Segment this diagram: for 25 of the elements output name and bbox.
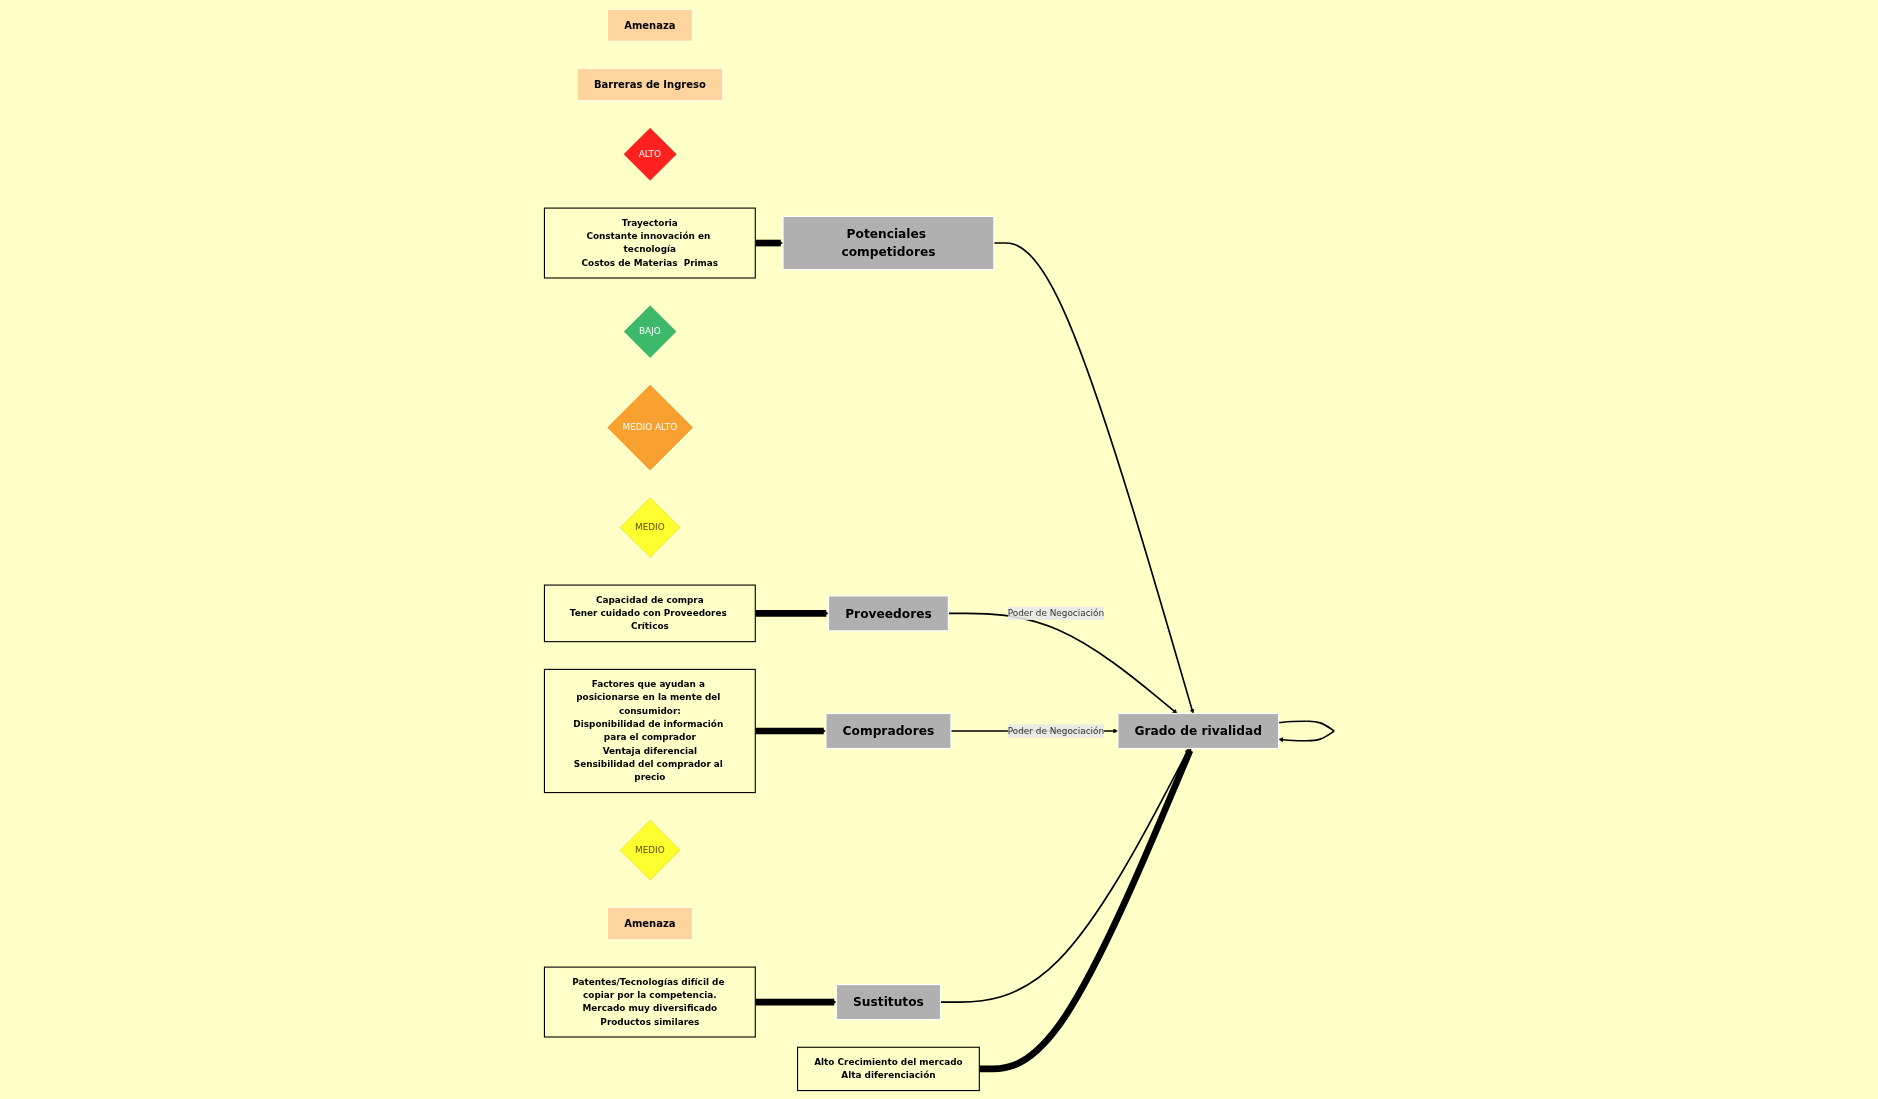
node-box: Patentes/Tecnologías difícil de copiar por la competencia. Mercado muy diversificado Productos similares	[543, 966, 756, 1038]
arrow	[979, 747, 1193, 1072]
node-box: Compradores	[825, 712, 952, 749]
node-box: Trayectoria Constante innovación en tecnología Costos de Materias Primas	[543, 207, 756, 279]
node-box: Sustitutos	[835, 983, 941, 1020]
node-box: Capacidad de compra Tener cuidado con Proveedores Críticos	[543, 584, 756, 642]
node-box: Grado de rivalidad	[1117, 712, 1279, 749]
edge-label: Poder de Negociación	[1007, 607, 1104, 618]
node-diamond: BAJO	[623, 304, 676, 358]
edge-label: Poder de Negociación	[1007, 724, 1104, 736]
node-box: Barreras de Ingreso	[576, 68, 723, 101]
node-diamond: ALTO	[623, 127, 677, 181]
node-diamond: MEDIO	[619, 819, 680, 880]
node-box: Factores que ayudan a posicionarse en la mente del consumidor: Disponibilidad de información para el comprador Ventaja diferencial Sensibilidad del comprador al precio	[543, 668, 756, 793]
node-diamond: MEDIO	[619, 496, 680, 558]
node-box: Alto Crecimiento del mercado Alta diferenciación	[796, 1046, 980, 1091]
node-box: Proveedores	[827, 594, 949, 631]
node-box: Amenaza	[606, 8, 693, 41]
node-box: Potenciales competidores	[782, 215, 995, 270]
node-box: Amenaza	[606, 906, 693, 940]
arrow	[753, 727, 826, 734]
arrow	[753, 609, 829, 617]
arrow	[753, 998, 837, 1005]
node-diamond: MEDIO ALTO	[607, 384, 693, 470]
arrow	[753, 239, 783, 246]
